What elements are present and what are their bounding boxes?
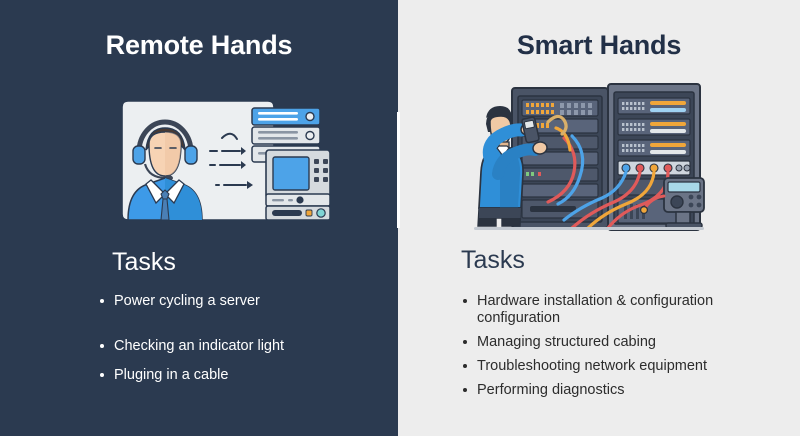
list-item-label: Checking an indicator light xyxy=(114,338,285,354)
list-item-label: Managing structured cabing xyxy=(477,334,656,350)
smart-hands-title: Smart Hands xyxy=(516,30,682,60)
left-tasks-list: Power cycling a server Checking an indic… xyxy=(98,293,284,384)
list-item: Performing diagnostics xyxy=(461,382,751,399)
list-item: Checking an indicator light xyxy=(98,338,284,355)
bullet-icon xyxy=(463,299,467,303)
right-tasks-heading: Tasks xyxy=(461,246,525,274)
remote-support-agent-illustration xyxy=(118,98,333,223)
smart-hands-panel: Smart Hands xyxy=(398,0,800,436)
list-item: Managing structured cabing xyxy=(461,334,751,351)
bullet-icon xyxy=(463,388,467,392)
panel-divider xyxy=(397,112,400,228)
bullet-icon xyxy=(100,299,104,303)
list-item-label: Pluging in a cable xyxy=(114,367,229,383)
bullet-icon xyxy=(463,364,467,368)
left-tasks-heading: Tasks xyxy=(112,248,176,276)
list-item: Power cycling a server xyxy=(98,293,284,310)
remote-hands-panel: Remote Hands xyxy=(0,0,398,436)
list-item: Hardware installation & configuration co… xyxy=(461,293,751,327)
list-item: Pluging in a cable xyxy=(98,367,284,384)
right-tasks-list: Hardware installation & configuration co… xyxy=(461,293,751,406)
remote-hands-title: Remote Hands xyxy=(105,30,293,60)
list-item-label: Troubleshooting network equipment xyxy=(477,358,707,374)
list-item-label: Performing diagnostics xyxy=(477,382,625,398)
technician-server-rack-illustration xyxy=(468,78,708,238)
list-item-label: Power cycling a server xyxy=(114,293,260,309)
list-item: Troubleshooting network equipment xyxy=(461,358,751,375)
bullet-icon xyxy=(463,340,467,344)
bullet-icon xyxy=(100,344,104,348)
bullet-icon xyxy=(100,373,104,377)
list-item-label: Hardware installation & configuration co… xyxy=(477,293,714,326)
